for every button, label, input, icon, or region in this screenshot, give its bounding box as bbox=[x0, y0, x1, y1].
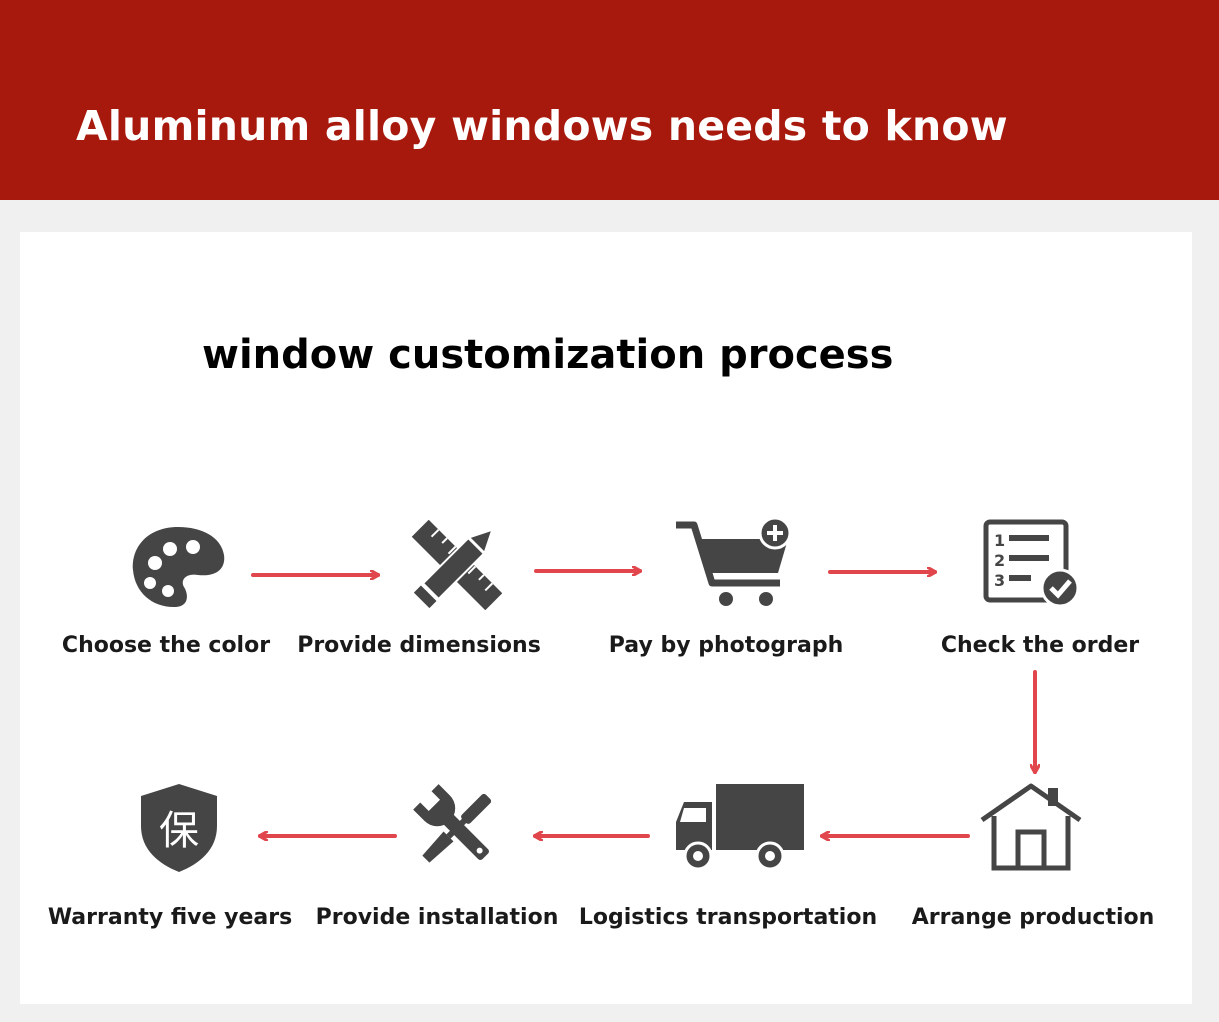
step-label-logistics-transportation: Logistics transportation bbox=[578, 905, 878, 930]
step-label-provide-dimensions: Provide dimensions bbox=[297, 633, 541, 658]
cart-plus-icon bbox=[672, 515, 794, 610]
step-label-check-order: Check the order bbox=[940, 633, 1140, 658]
house-icon bbox=[978, 780, 1084, 874]
warranty-glyph: 保 bbox=[159, 808, 199, 854]
svg-text:1: 1 bbox=[994, 531, 1005, 550]
palette-icon bbox=[128, 525, 228, 610]
step-label-provide-installation: Provide installation bbox=[315, 905, 559, 930]
header-banner: Aluminum alloy windows needs to know bbox=[0, 0, 1219, 200]
shield-bao-icon: 保 bbox=[137, 782, 221, 874]
truck-icon bbox=[672, 782, 806, 872]
banner-title: Aluminum alloy windows needs to know bbox=[76, 102, 1008, 150]
content-panel bbox=[20, 232, 1192, 1004]
checklist-icon: 1 2 3 bbox=[982, 518, 1084, 610]
step-label-pay-by-photograph: Pay by photograph bbox=[608, 633, 844, 658]
step-label-arrange-production: Arrange production bbox=[911, 905, 1155, 930]
pencil-ruler-icon bbox=[404, 520, 510, 610]
step-label-warranty-five-years: Warranty five years bbox=[47, 905, 293, 930]
svg-text:2: 2 bbox=[994, 551, 1005, 570]
step-label-choose-color: Choose the color bbox=[61, 633, 271, 658]
tools-icon bbox=[408, 782, 506, 874]
svg-text:3: 3 bbox=[994, 571, 1005, 590]
process-title: window customization process bbox=[202, 332, 894, 378]
